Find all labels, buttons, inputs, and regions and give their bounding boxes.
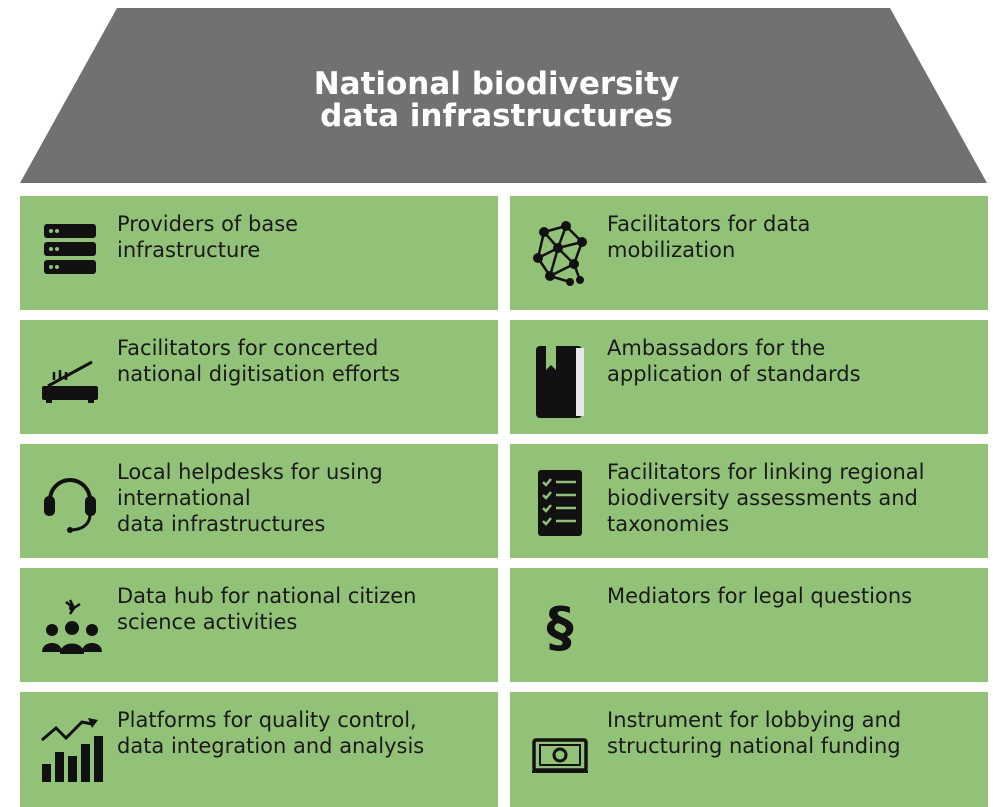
cell-label: Facilitators for linking regional biodiv… bbox=[607, 460, 925, 536]
cell-base-infrastructure: Providers of base infrastructure bbox=[20, 196, 498, 310]
cell-label: Facilitators for data mobilization bbox=[607, 212, 811, 262]
section-sign-icon: § bbox=[530, 590, 590, 660]
cell-label: Ambassadors for the application of stand… bbox=[607, 336, 861, 386]
cell-helpdesks: Local helpdesks for using international … bbox=[20, 444, 498, 558]
cell-label: Mediators for legal questions bbox=[607, 584, 913, 608]
checklist-icon bbox=[530, 466, 590, 536]
cell-quality-control: Platforms for quality control, data inte… bbox=[20, 692, 498, 807]
cell-legal-questions: § Mediators for legal questions bbox=[510, 568, 988, 682]
network-icon bbox=[530, 218, 590, 288]
book-icon bbox=[530, 342, 590, 418]
cell-regional-assessments: Facilitators for linking regional biodiv… bbox=[510, 444, 988, 558]
cell-label: Platforms for quality control, data inte… bbox=[117, 708, 425, 758]
cell-label: Data hub for national citizen science ac… bbox=[117, 584, 417, 634]
title-line-2: data infrastructures bbox=[320, 98, 673, 134]
banknote-icon bbox=[530, 714, 590, 784]
cell-digitisation: Facilitators for concerted national digi… bbox=[20, 320, 498, 434]
cell-label: Facilitators for concerted national digi… bbox=[117, 336, 400, 386]
scanner-icon bbox=[40, 342, 100, 412]
cell-citizen-science: Data hub for national citizen science ac… bbox=[20, 568, 498, 682]
cell-standards: Ambassadors for the application of stand… bbox=[510, 320, 988, 434]
roof bbox=[20, 8, 987, 183]
headset-icon bbox=[40, 466, 100, 536]
diagram-title: National biodiversity data infrastructur… bbox=[0, 68, 993, 132]
svg-text:§: § bbox=[547, 596, 574, 659]
cell-label: Instrument for lobbying and structuring … bbox=[607, 708, 902, 758]
server-icon bbox=[40, 218, 100, 288]
cell-data-mobilization: Facilitators for data mobilization bbox=[510, 196, 988, 310]
title-line-1: National biodiversity bbox=[313, 66, 680, 102]
cell-lobbying-funding: Instrument for lobbying and structuring … bbox=[510, 692, 988, 807]
cell-label: Providers of base infrastructure bbox=[117, 212, 299, 262]
cell-label: Local helpdesks for using international … bbox=[117, 460, 383, 536]
bar-chart-icon bbox=[40, 714, 103, 784]
people-icon bbox=[40, 590, 102, 660]
